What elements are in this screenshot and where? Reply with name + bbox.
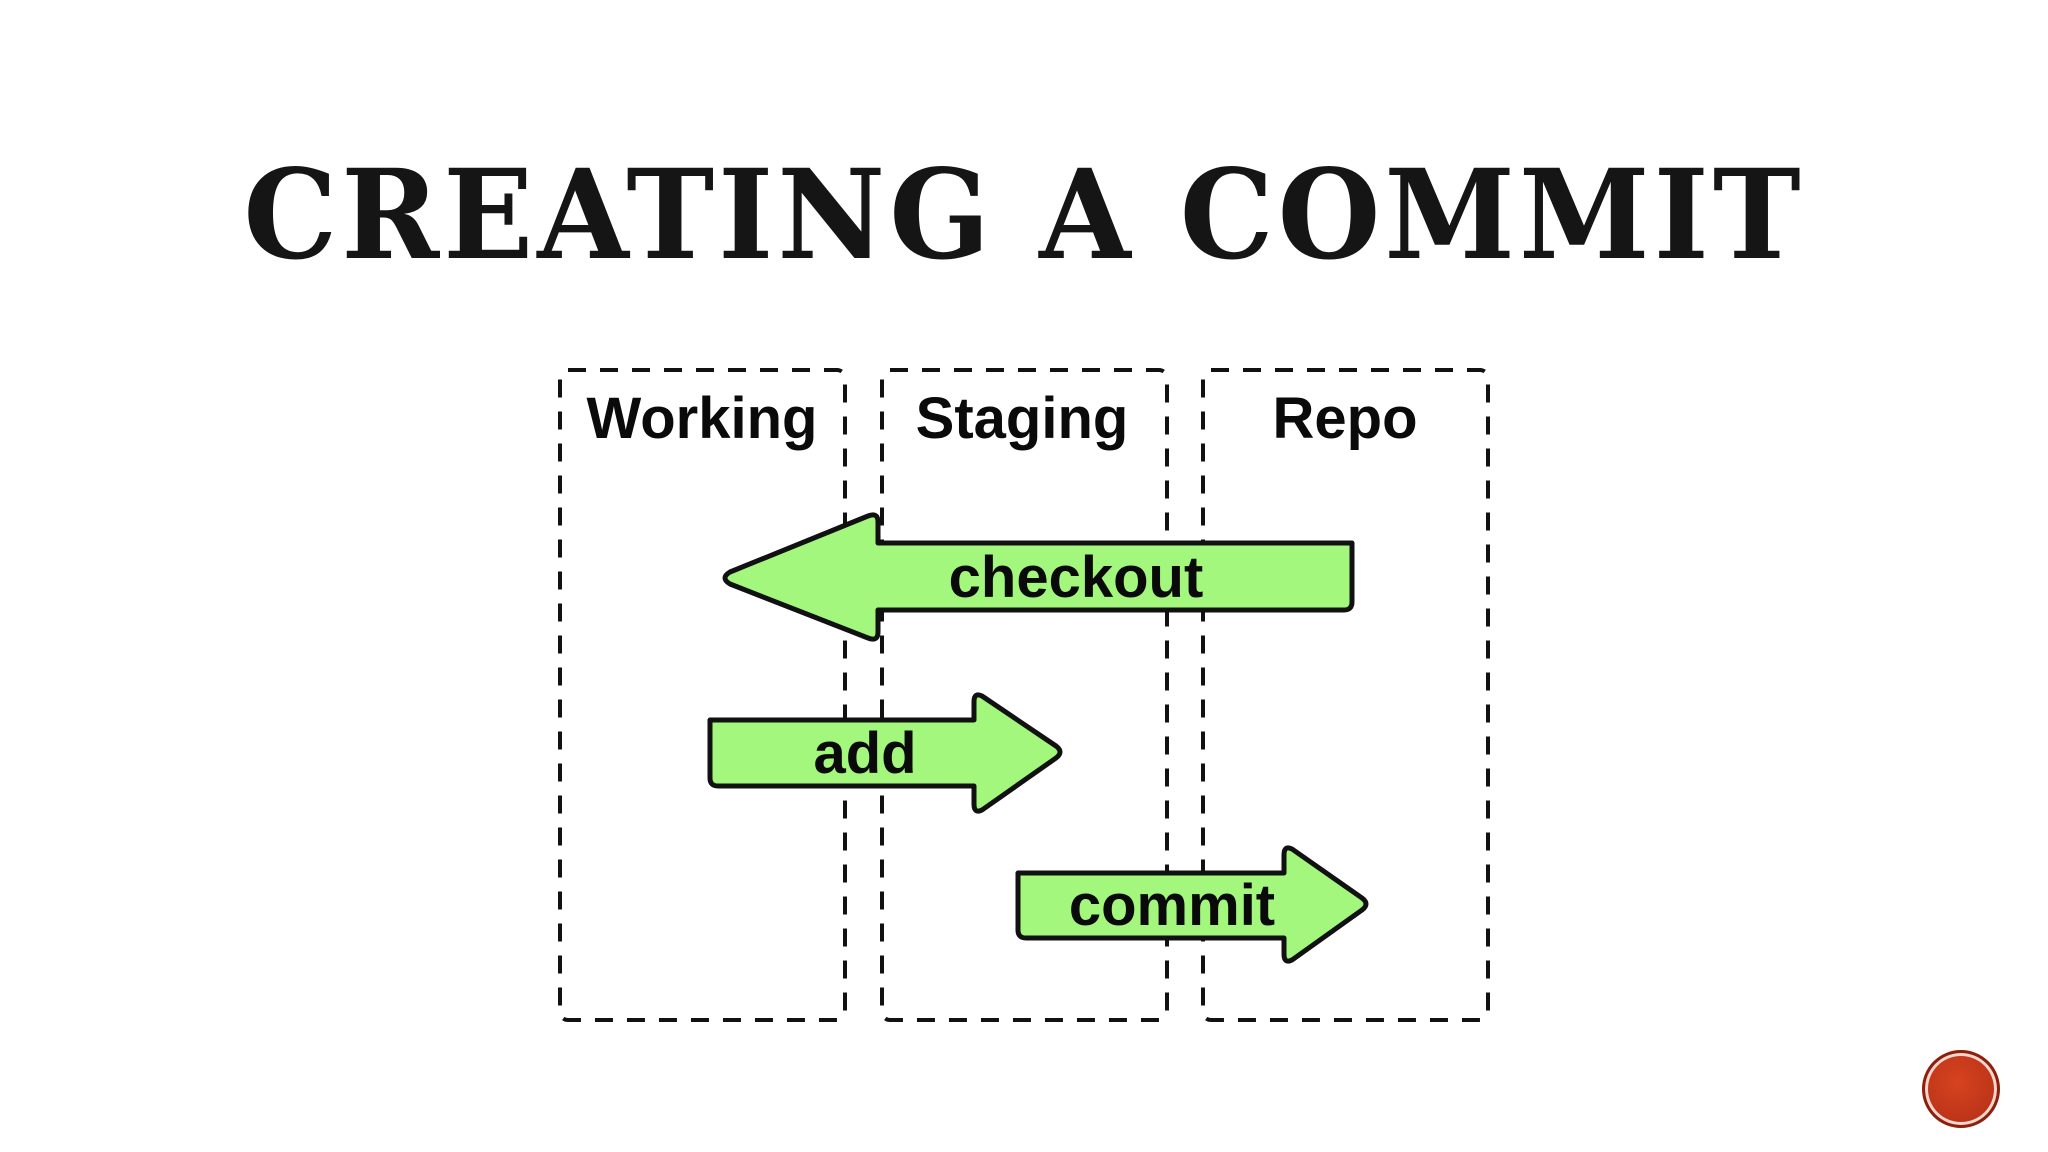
checkout-arrow xyxy=(722,512,1355,642)
commit-arrow xyxy=(1015,845,1369,964)
circle-nav-icon[interactable] xyxy=(1922,1050,2000,1128)
column-working-box xyxy=(558,368,847,1022)
add-arrow-label: add xyxy=(813,721,916,786)
column-working-label: Working xyxy=(587,386,818,451)
column-repo-box xyxy=(1201,368,1490,1022)
add-arrow xyxy=(707,692,1063,814)
commit-arrow-label: commit xyxy=(1069,873,1275,938)
column-staging-box xyxy=(880,368,1169,1022)
checkout-arrow-label: checkout xyxy=(949,545,1204,610)
column-staging-label: Staging xyxy=(916,386,1129,451)
column-repo-label: Repo xyxy=(1273,386,1418,451)
slide-title: Creating a Commit xyxy=(243,141,1805,288)
